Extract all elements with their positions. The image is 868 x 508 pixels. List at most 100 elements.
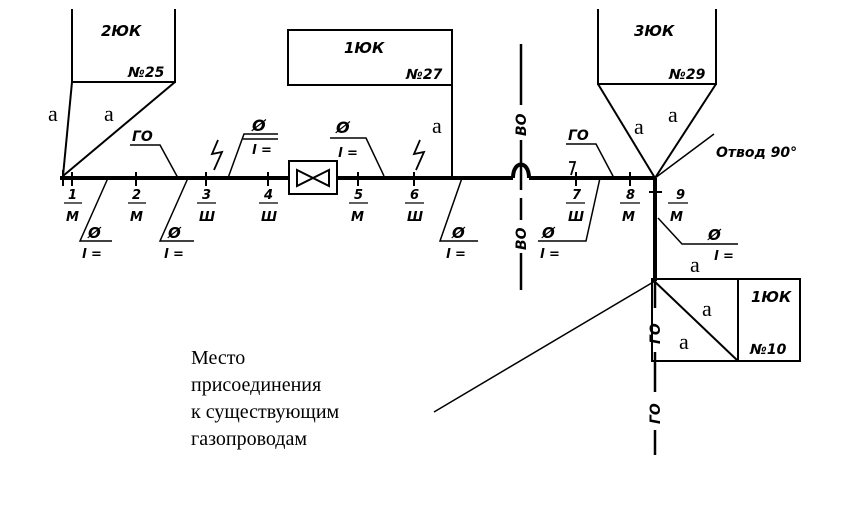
diameter-callout-lower-2: Ø l = <box>158 177 194 262</box>
node-number: 3 <box>202 188 211 203</box>
building-10-type: 1ЮК <box>751 288 792 306</box>
go-pipe-label: ГО <box>648 323 664 344</box>
building-1yuk-27: 1ЮК №27 а <box>287 29 453 178</box>
length-label: l = <box>252 143 272 158</box>
building-29-funnel-right <box>654 83 717 179</box>
nodes: 1 М 2 М 3 Ш 4 Ш 5 М 6 Ш 7 Ш 8 <box>64 172 688 225</box>
length-label: l = <box>164 247 184 262</box>
building-29-outline <box>597 9 717 85</box>
node-kind: Ш <box>199 210 215 225</box>
callout-leader <box>330 137 385 177</box>
diameter-label: Ø <box>251 116 267 135</box>
node-kind: Ш <box>407 210 423 225</box>
node-kind: Ш <box>568 210 584 225</box>
connection-leader <box>433 280 656 413</box>
elbow-leader <box>654 133 715 179</box>
building-10-diagonal <box>651 278 739 362</box>
node-kind: М <box>670 210 683 225</box>
caption-line: Место <box>191 347 246 369</box>
vo-pipe-label: ВО <box>514 113 530 136</box>
go-pipe-label: ГО <box>648 403 664 424</box>
area-label-a: а <box>679 329 689 354</box>
area-label-a: а <box>702 296 712 321</box>
node-number: 7 <box>572 188 582 203</box>
building-25-number: №25 <box>127 65 165 81</box>
callout-leader <box>566 143 615 179</box>
diameter-callout-upper-1: Ø l = <box>227 116 278 179</box>
area-label-a: а <box>668 102 678 127</box>
area-label-a: а <box>634 114 644 139</box>
building-27-outline <box>287 29 453 86</box>
callout-leader <box>538 177 601 242</box>
node-kind: М <box>622 210 635 225</box>
node-number: 1 <box>68 188 77 203</box>
break-mark-icon <box>210 139 224 171</box>
building-29-number: №29 <box>668 67 706 83</box>
building-10-outline <box>651 278 801 362</box>
area-label-a: а <box>690 252 700 277</box>
crossing-pipe-vo: ВО ВО <box>514 44 530 290</box>
diameter-label: Ø <box>451 224 466 242</box>
building-25-left-wall <box>62 81 73 177</box>
go-label: ГО <box>568 128 589 144</box>
diameter-callout-lower-3: Ø l = <box>438 177 478 262</box>
node-kind: М <box>66 210 79 225</box>
building-25-outline <box>71 9 176 83</box>
area-label-a: а <box>432 113 442 138</box>
area-label-a: а <box>104 101 114 126</box>
building-29-funnel-left <box>597 83 656 179</box>
building-2yuk-25: 2ЮК №25 а а <box>48 9 176 177</box>
gate-valve-icon <box>296 168 330 188</box>
building-3yuk-29: 3ЮК №29 а а Отвод 90° <box>597 9 797 179</box>
node-kind: Ш <box>261 210 277 225</box>
diameter-callout-upper-2: Ø l = <box>330 118 385 177</box>
building-27-type: 1ЮК <box>344 39 385 57</box>
callout-leader <box>130 144 179 179</box>
area-label-a: а <box>48 101 58 126</box>
callout-leader <box>78 177 112 242</box>
vo-pipe-label: ВО <box>514 227 530 250</box>
node-number: 2 <box>132 188 141 203</box>
diameter-callout-lower-1: Ø l = <box>78 177 112 262</box>
callout-leader <box>227 133 278 179</box>
diameter-callout-lower-5: Ø l = а <box>657 217 738 277</box>
elbow-label: Отвод 90° <box>716 145 797 161</box>
building-10-number: №10 <box>749 342 787 358</box>
caption-line: газопроводам <box>191 428 308 450</box>
vertical-pipeline: ГО ГО <box>433 178 664 455</box>
length-label: l = <box>540 247 560 262</box>
callout-leader <box>438 177 478 242</box>
length-label: l = <box>338 146 358 161</box>
building-1yuk-10: 1ЮК №10 а а <box>651 278 801 362</box>
valve-box <box>288 160 338 195</box>
callout-leader <box>158 177 194 242</box>
node-number: 8 <box>626 188 635 203</box>
building-25-type: 2ЮК <box>101 22 142 40</box>
diameter-label: Ø <box>167 224 182 242</box>
callout-leader <box>657 217 738 245</box>
break-mark-icon <box>412 139 426 171</box>
go-label: ГО <box>132 129 153 145</box>
diameter-callout-lower-4: Ø l = <box>538 177 601 262</box>
break-mark-icon <box>569 161 577 176</box>
diameter-label: Ø <box>541 224 556 242</box>
building-25-diagonal <box>62 81 176 177</box>
connection-point-caption: Место присоединения к существующим газоп… <box>191 345 431 453</box>
go-callout-right: ГО <box>566 128 615 179</box>
node-number: 4 <box>263 188 273 203</box>
length-label: l = <box>714 249 734 264</box>
length-label: l = <box>82 247 102 262</box>
node-kind: М <box>130 210 143 225</box>
node-number: 9 <box>676 188 685 203</box>
length-label: l = <box>446 247 466 262</box>
node-number: 5 <box>354 188 363 203</box>
diameter-label: Ø <box>335 118 351 137</box>
caption-line: присоединения <box>191 374 322 396</box>
node-number: 6 <box>410 188 419 203</box>
building-29-type: 3ЮК <box>634 22 675 40</box>
go-callout-left: ГО <box>130 129 179 179</box>
diameter-label: Ø <box>87 224 102 242</box>
diameter-label: Ø <box>707 226 722 244</box>
node-kind: М <box>351 210 364 225</box>
